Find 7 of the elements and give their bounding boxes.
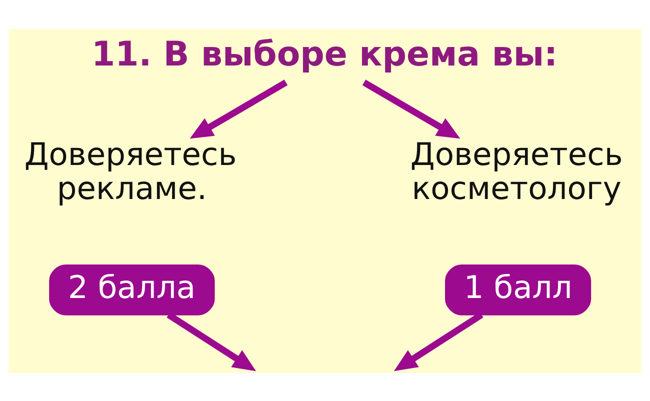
arrow [362, 79, 460, 138]
node-box: 1 балл [445, 264, 592, 315]
arrow [190, 79, 288, 138]
node-text: 11. В выборе крема вы: [92, 34, 558, 73]
node-box: 2 балла [49, 264, 215, 315]
node-text: Доверяетесь рекламе. [24, 136, 237, 206]
node-text: Доверяетесь косметологу [410, 136, 623, 206]
